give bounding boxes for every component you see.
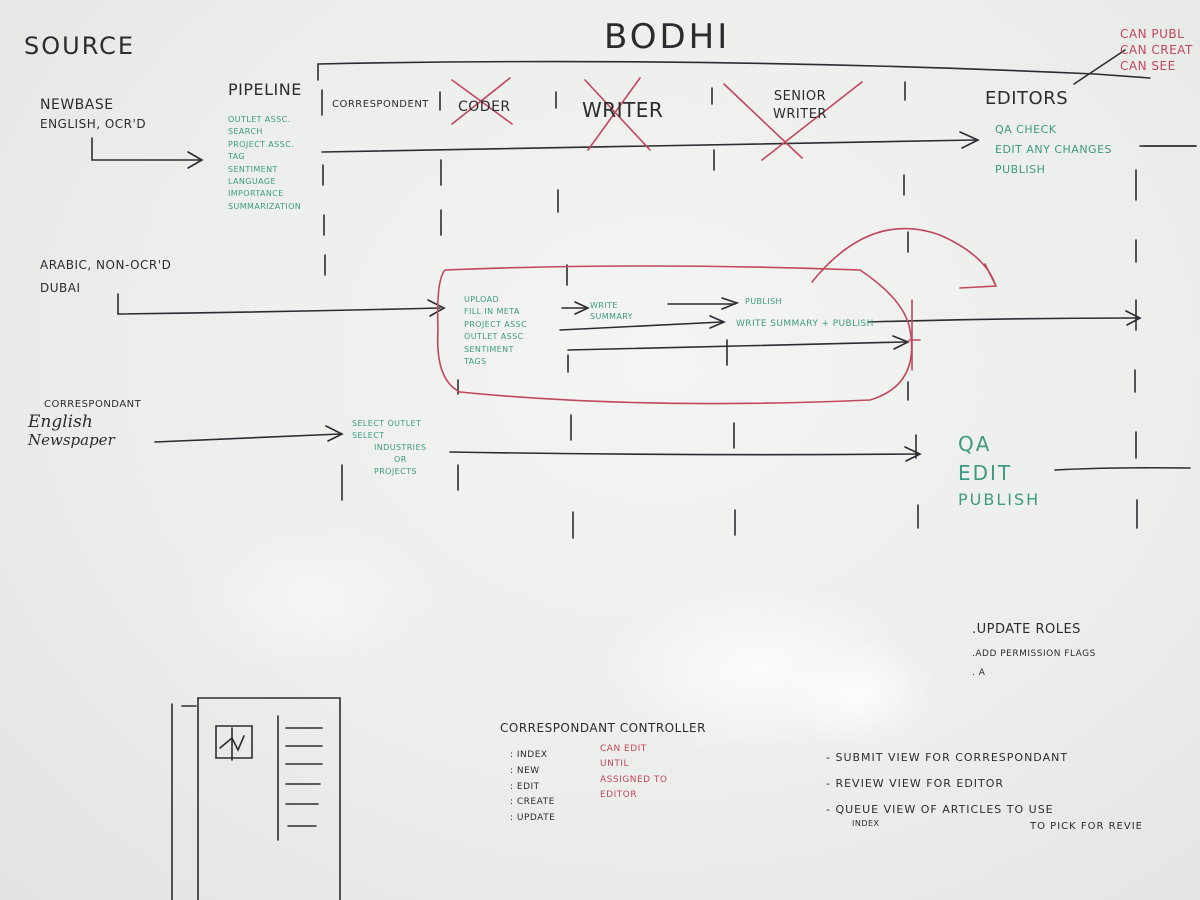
- list-item: Language: [228, 176, 276, 186]
- list-item: OR: [394, 455, 407, 464]
- view-queue-purpose: to pick for revie: [1030, 821, 1143, 832]
- list-item: Summarization: [228, 201, 302, 211]
- list-item: Fill in Meta: [464, 307, 520, 317]
- row2-senior-publish: Publish: [745, 297, 782, 306]
- row2-source-lang: Arabic, Non-OCR'd: [40, 258, 172, 272]
- row2-coder-steps: Upload Fill in Meta Project Assc Outlet …: [464, 294, 527, 368]
- row3-source-medium: Newspaper: [28, 431, 115, 449]
- list-item: Industries: [374, 443, 427, 452]
- list-item: Tag: [228, 152, 245, 162]
- list-item: Assigned to: [600, 774, 668, 785]
- list-item: Can Edit: [600, 744, 647, 754]
- list-item: QA Check: [995, 123, 1057, 136]
- light-glare: [780, 640, 940, 750]
- stage-editors: Editors: [985, 88, 1069, 109]
- list-item: : Update: [510, 813, 556, 823]
- list-item: Outlet Assc: [464, 332, 524, 342]
- list-item: QA: [958, 432, 992, 456]
- list-item: Sentiment: [464, 344, 514, 354]
- list-item: .Update Roles: [972, 622, 1081, 637]
- stage-pipeline: Pipeline: [228, 80, 302, 99]
- list-item: Publish: [958, 490, 1041, 509]
- stage-correspondent: Correspondent: [332, 99, 429, 110]
- list-item: Until: [600, 759, 629, 770]
- row2-writer-step: Write Summary: [590, 301, 633, 322]
- row3-editor-steps: QA Edit Publish: [958, 430, 1040, 511]
- note-can-publish: Can Publ: [1120, 27, 1185, 41]
- list-item: Edit: [958, 461, 1013, 485]
- view-review: - Review View for Editor: [826, 777, 1005, 790]
- note-can-create: Can Creat: [1120, 43, 1193, 58]
- row2-senior-write-publish: Write Summary + Publish: [736, 319, 874, 329]
- list-item: Select: [352, 431, 385, 440]
- stage-coder: Coder: [458, 99, 511, 115]
- source-heading: Source: [24, 32, 136, 60]
- list-item: : Index: [510, 750, 548, 760]
- row3-source: Correspondant English Newspaper: [28, 400, 141, 448]
- list-item: Project Assc.: [228, 139, 295, 149]
- row3-correspondent-steps: Select Outlet Select Industries OR Proje…: [352, 418, 426, 478]
- list-item: .Add Permission Flags: [972, 648, 1096, 659]
- list-item: : Create: [510, 797, 555, 808]
- list-item: Tags: [464, 356, 487, 366]
- list-item: Publish: [995, 162, 1046, 176]
- view-queue: - Queue View of Articles to use: [826, 803, 1054, 816]
- controller-actions: : Index : New : Edit : Create : Update: [510, 748, 555, 827]
- list-item: Importance: [228, 189, 284, 199]
- board-title: Bodhi: [604, 17, 731, 57]
- list-item: Project Assc: [464, 319, 528, 329]
- list-item: Edit Any Changes: [995, 142, 1113, 156]
- role-notes: .Update Roles .Add Permission Flags . A: [972, 616, 1096, 684]
- list-item: . A: [972, 668, 986, 679]
- row2-source-location: Dubai: [40, 280, 81, 295]
- row1-pipeline-steps: Outlet Assc. Search Project Assc. Tag Se…: [228, 114, 301, 213]
- list-item: : New: [510, 765, 540, 776]
- view-submit: - Submit View for Correspondant: [826, 751, 1069, 764]
- row1-source-lang: English, OCR'd: [40, 116, 147, 131]
- list-item: Select Outlet: [352, 419, 422, 428]
- stage-writer: Writer: [582, 98, 664, 122]
- row3-source-type: Correspondant: [44, 399, 142, 410]
- row2-source: Arabic, Non-OCR'd Dubai: [40, 254, 171, 300]
- note-can-see: Can See: [1120, 59, 1176, 74]
- list-item: Editor: [600, 789, 638, 800]
- row1-source-name: Newbase: [40, 97, 114, 113]
- controller-title: Correspondant Controller: [500, 721, 706, 735]
- row1-editor-steps: QA Check Edit Any Changes Publish: [995, 120, 1112, 179]
- stage-senior-writer: Senior Writer: [773, 89, 827, 123]
- top-right-notes: Can Publ Can Creat Can See: [1120, 26, 1193, 75]
- list-item: Sentiment: [228, 164, 278, 174]
- list-item: Outlet Assc.: [228, 115, 291, 124]
- light-glare: [180, 520, 440, 680]
- list-item: Projects: [374, 467, 417, 476]
- controller-notes: Can Edit Until Assigned to Editor: [600, 742, 668, 803]
- list-item: Search: [228, 127, 263, 137]
- view-queue-index: Index: [852, 819, 880, 828]
- row1-source: Newbase English, OCR'd: [40, 96, 146, 132]
- list-item: : Edit: [510, 781, 540, 792]
- row3-source-lang: English: [28, 412, 93, 432]
- list-item: Upload: [464, 295, 500, 304]
